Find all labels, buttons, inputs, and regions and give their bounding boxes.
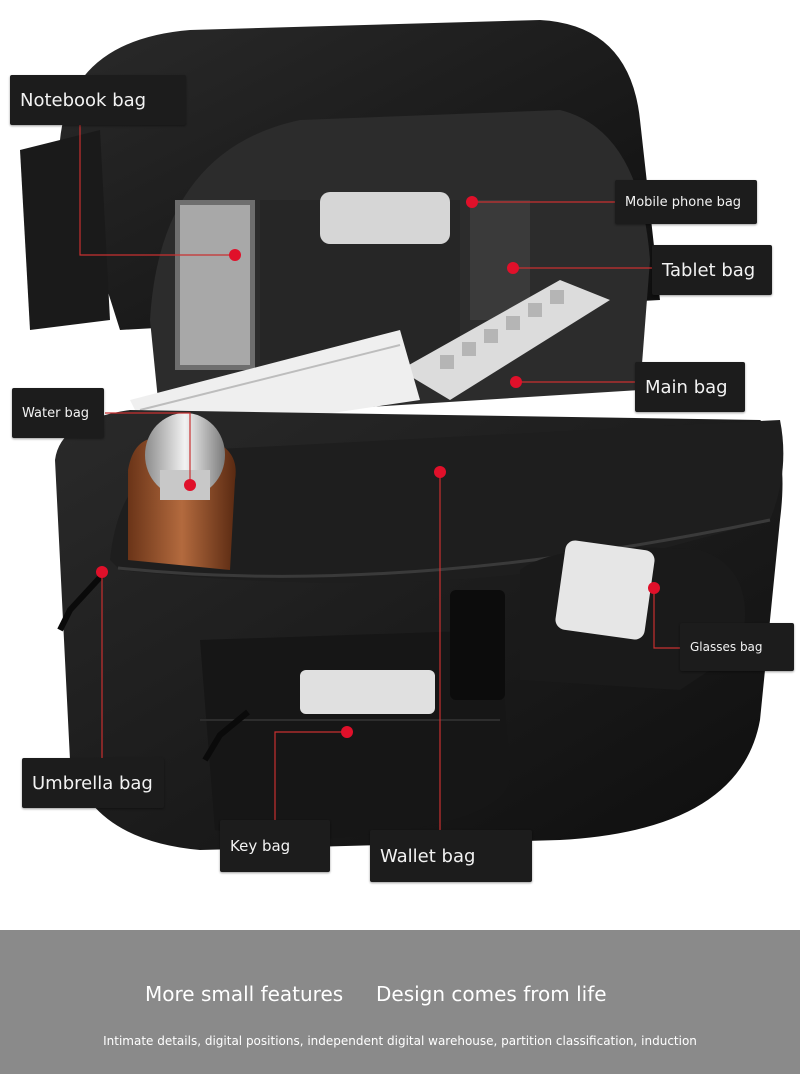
keyboard [400,280,610,400]
shoulder-strap [20,130,110,330]
label-umbrella-bag: Umbrella bag [22,758,164,808]
banner-subtext: Intimate details, digital positions, ind… [103,1034,697,1048]
callout-line-water [105,412,191,485]
marker-umbrella [96,566,108,578]
label-main-bag: Main bag [635,362,745,412]
label-water-bag: Water bag [12,388,104,438]
feature-banner: More small features Design comes from li… [0,930,800,1074]
marker-main-lower [434,466,446,478]
zipper-pull [57,569,108,632]
label-tablet-bag: Tablet bag [652,245,772,295]
marker-notebook [229,249,241,261]
marker-water [184,479,196,491]
main-compartment-flap [110,420,784,583]
front-pocket-power-bank [300,670,435,714]
marker-main-upper [510,376,522,388]
buckle-strap [450,590,505,700]
label-glasses-bag: Glasses bag [680,623,794,671]
banner-heading-left: More small features [145,982,344,1006]
label-mobile-phone-bag: Mobile phone bag [615,180,757,224]
marker-tablet [507,262,519,274]
tablet-pocket [470,200,530,320]
banner-heading-right: Design comes from life [376,982,607,1006]
label-notebook-bag: Notebook bag [10,75,186,125]
callout-line-glasses [653,588,680,649]
label-key-bag: Key bag [220,820,330,872]
marker-key [341,726,353,738]
backpack-photo [20,20,784,850]
callout-line-key [274,731,347,820]
marker-mobile [466,196,478,208]
label-wallet-bag: Wallet bag [370,830,532,882]
callout-line-notebook [79,115,235,256]
marker-glasses [648,582,660,594]
